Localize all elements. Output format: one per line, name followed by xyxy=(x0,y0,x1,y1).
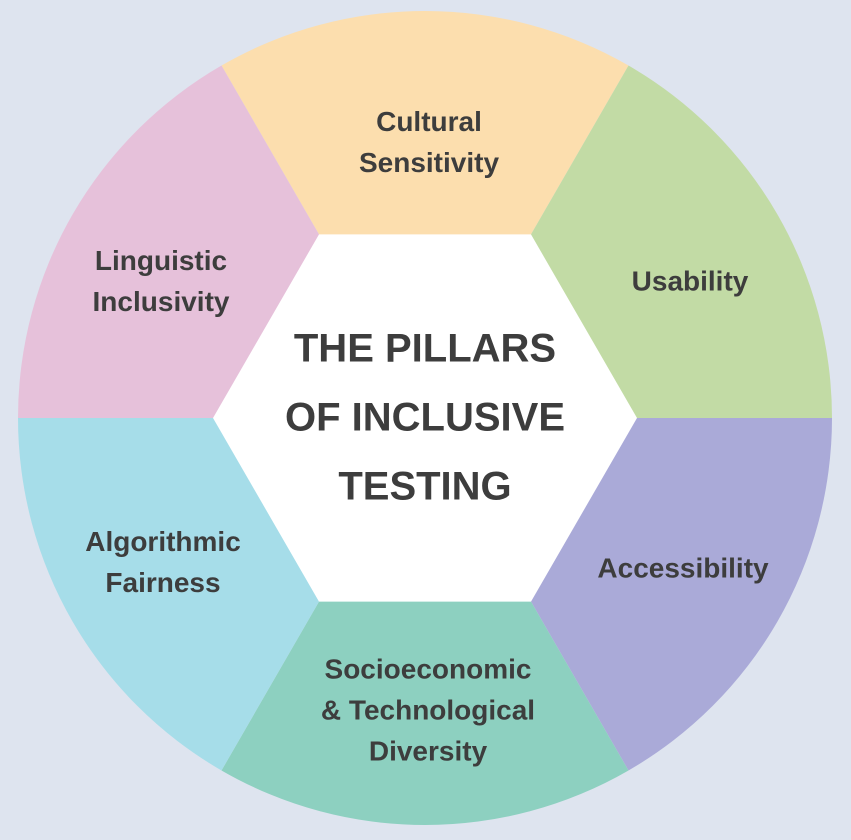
label-line: Accessibility xyxy=(597,552,769,584)
label-line: Algorithmic xyxy=(85,526,241,557)
diagram-title: THE PILLARS OF INCLUSIVE TESTING xyxy=(285,315,565,522)
pillar-sector-cultural-sensitivity xyxy=(221,10,629,418)
pillar-label-cultural-sensitivity: Cultural Sensitivity xyxy=(359,101,499,183)
title-line: OF INCLUSIVE xyxy=(284,395,566,440)
pillar-label-socioeconomic: Socioeconomic & Technological Diversity xyxy=(321,649,535,772)
label-line: & Technological xyxy=(320,694,536,726)
label-line: Inclusivity xyxy=(92,286,230,317)
label-line: Usability xyxy=(631,265,749,297)
label-line: Linguistic xyxy=(94,245,228,276)
title-line: TESTING xyxy=(338,464,512,509)
center-hexagon xyxy=(213,234,637,602)
pillar-label-usability: Usability xyxy=(632,261,749,302)
pillar-sector-socioeconomic xyxy=(221,418,629,826)
title-line: THE PILLARS xyxy=(293,326,557,371)
label-line: Socioeconomic xyxy=(324,653,532,685)
label-line: Diversity xyxy=(368,735,488,767)
label-line: Sensitivity xyxy=(358,147,500,178)
label-line: Fairness xyxy=(105,567,221,598)
pillar-label-algorithmic-fairness: Algorithmic Fairness xyxy=(85,521,241,603)
pillar-label-linguistic-inclusivity: Linguistic Inclusivity xyxy=(93,240,230,322)
label-line: Cultural xyxy=(376,106,482,137)
pillar-label-accessibility: Accessibility xyxy=(597,548,768,589)
